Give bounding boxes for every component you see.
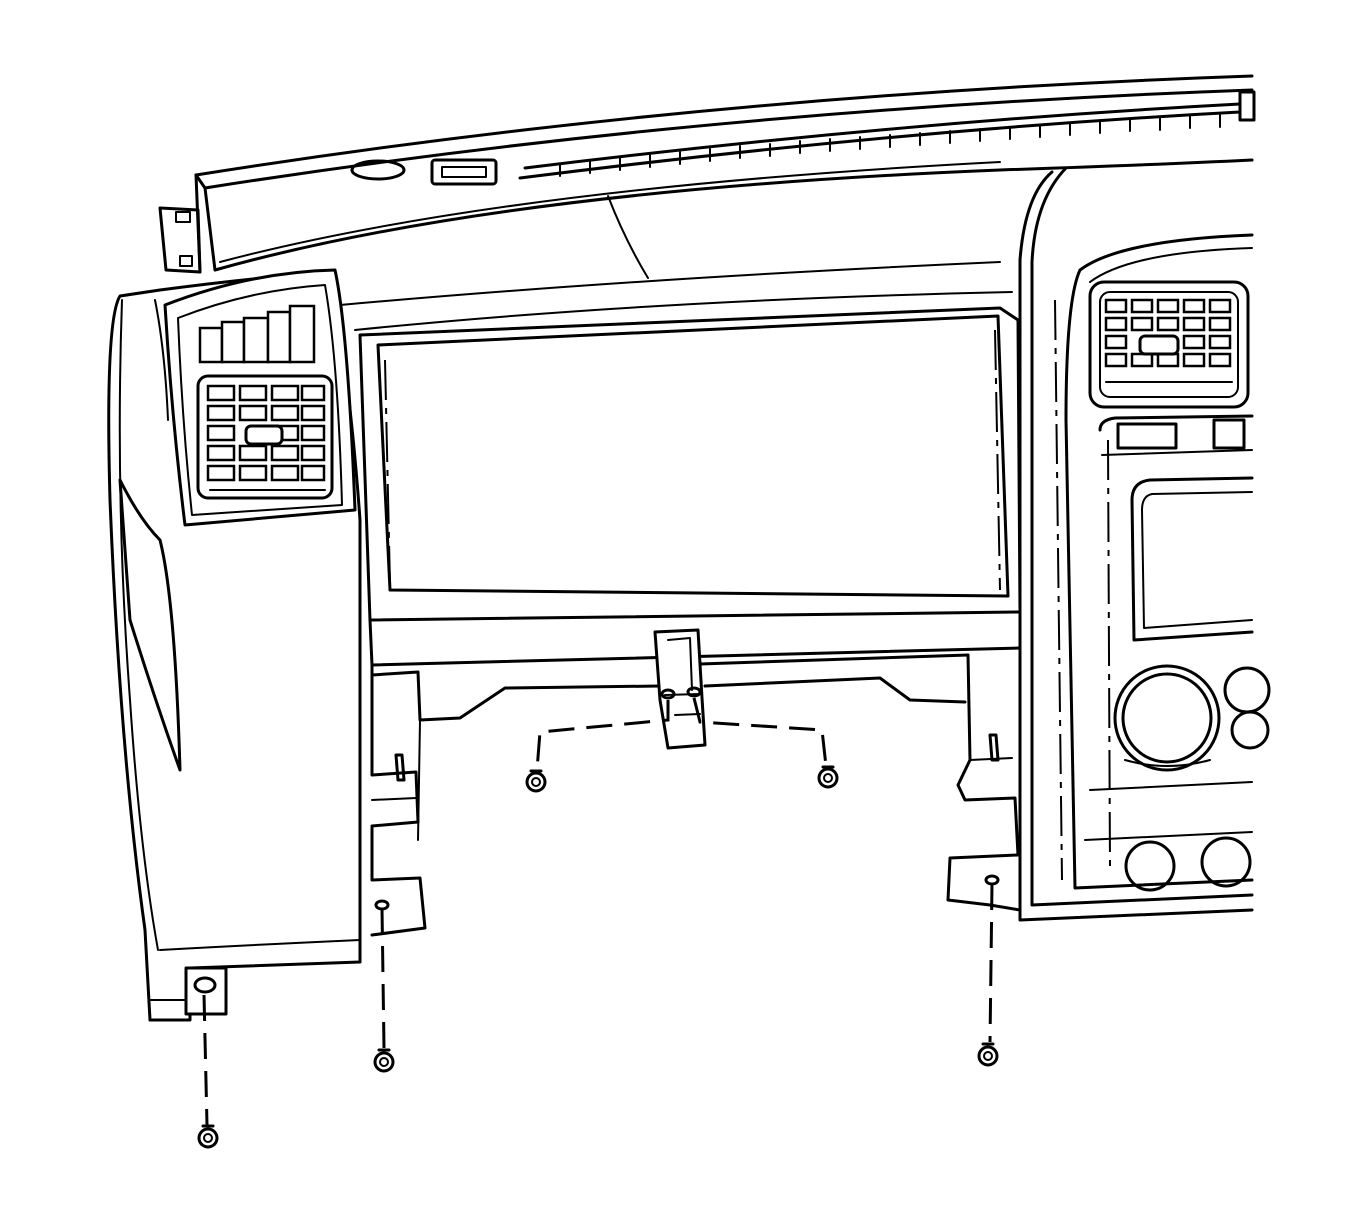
bolt-center-left (525, 700, 670, 793)
left-air-vent (163, 268, 357, 527)
bolt-left-lower-bracket (373, 907, 395, 1073)
right-lower-bracket (946, 653, 1022, 912)
center-bracket (653, 628, 707, 750)
instrument-cluster-opening (358, 306, 1022, 841)
instrument-panel-upper-trim (158, 74, 1256, 331)
bolt-left-end-panel (197, 994, 219, 1149)
center-stack-bezel (1018, 166, 1271, 922)
left-lower-bracket (370, 678, 427, 937)
bolt-right-lower-bracket (977, 883, 999, 1067)
bolt-center-right (692, 697, 839, 789)
